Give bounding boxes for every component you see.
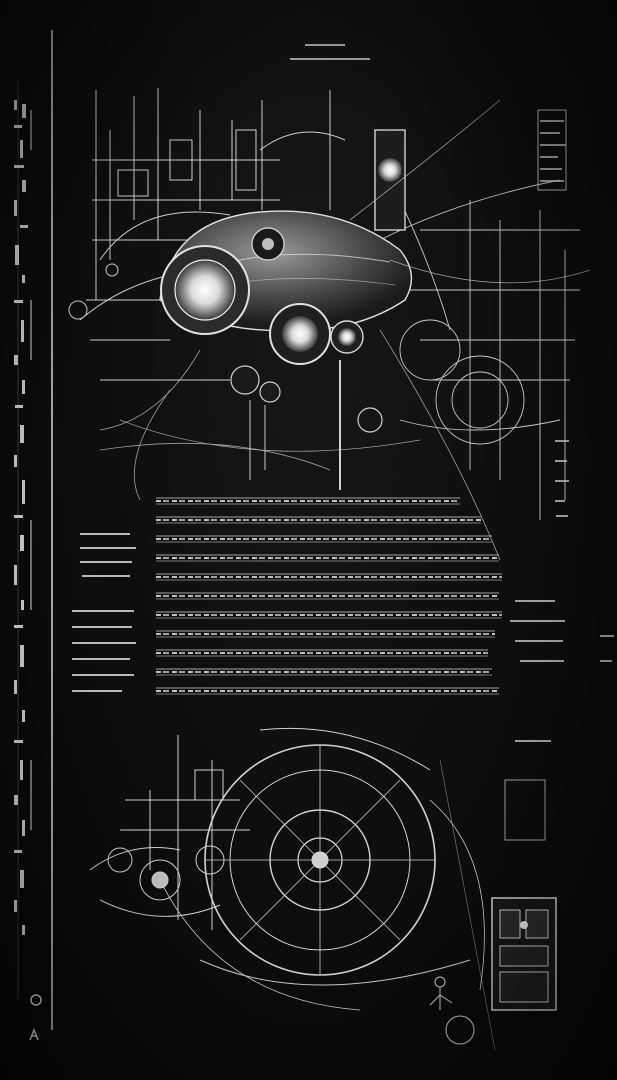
text-line bbox=[156, 557, 499, 559]
text-line bbox=[156, 595, 499, 597]
text-line bbox=[156, 652, 489, 654]
lower-wheel-mechanism bbox=[159, 727, 496, 1051]
upper-machine-right-lattice bbox=[379, 109, 580, 520]
text-line bbox=[156, 500, 461, 502]
central-dome-mechanism bbox=[159, 129, 413, 490]
small-figure-sketch bbox=[429, 976, 475, 1045]
top-heading-marks bbox=[290, 44, 370, 60]
text-line bbox=[156, 538, 492, 540]
lower-right-cabinet bbox=[491, 779, 557, 1011]
lower-left-engine bbox=[89, 735, 250, 930]
text-line bbox=[156, 614, 502, 616]
text-line bbox=[156, 671, 492, 673]
left-side-notes bbox=[72, 533, 136, 692]
text-line bbox=[156, 519, 482, 521]
text-line bbox=[156, 633, 496, 635]
text-line bbox=[156, 576, 502, 578]
right-margin-annotations bbox=[510, 120, 614, 742]
central-handwritten-text-block bbox=[156, 500, 502, 720]
text-line bbox=[156, 690, 499, 692]
